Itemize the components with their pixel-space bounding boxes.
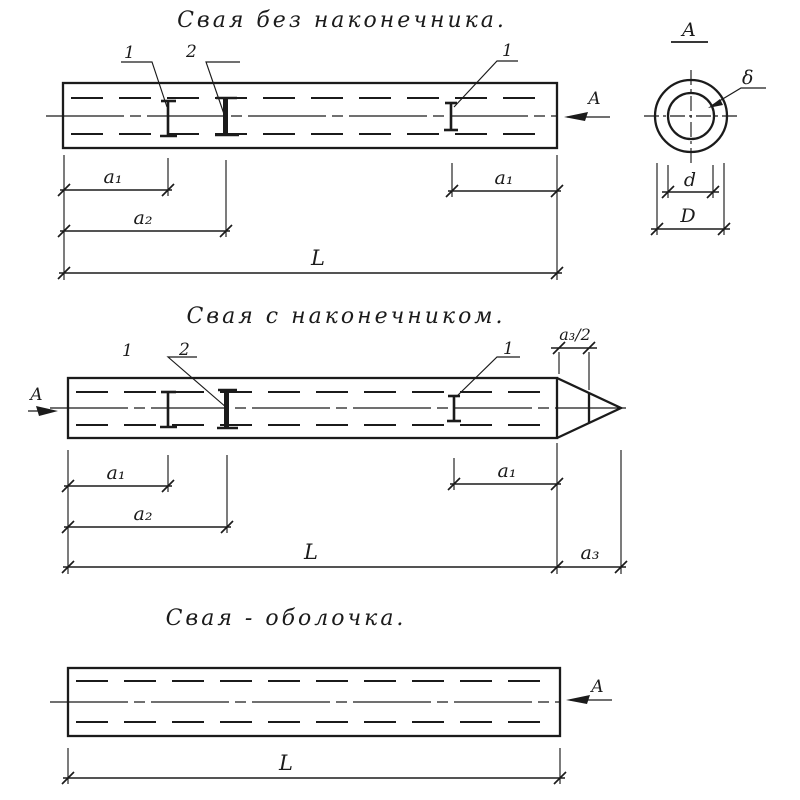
dimension-label: a₂ <box>134 207 153 229</box>
section-arrow-label: А <box>29 385 43 405</box>
wall-thickness-callout: δ <box>708 67 766 108</box>
pile-with-tip-figure: Свая с наконечником. 1 2 1 <box>28 304 628 574</box>
section-arrow-label: А <box>590 677 604 697</box>
item-mark-1-right <box>444 101 458 132</box>
dimension-label: L <box>303 540 318 564</box>
callout-number: 1 <box>122 341 133 361</box>
dimension-tip: a₃ <box>557 542 628 574</box>
pile-without-tip-figure: Свая без наконечника. 1 2 1 <box>46 8 610 280</box>
dimension-label: d <box>684 169 696 191</box>
section-view-a: А δ d D <box>644 19 766 236</box>
dimension-tip-half: a₃/2 <box>551 325 597 390</box>
callout-number: 2 <box>185 42 197 62</box>
dimension-outer-diameter: D <box>650 163 731 236</box>
dimension-label: a₁ <box>498 460 517 482</box>
dimension-label: L <box>310 246 325 270</box>
figure-title: Свая - оболочка. <box>166 606 407 631</box>
dimension-label: a₂ <box>134 503 153 525</box>
callout-leader-1-right <box>455 356 520 398</box>
dimension-label: L <box>278 751 293 775</box>
callout-leader-1-right <box>453 60 518 108</box>
item-mark-1-left <box>160 99 177 138</box>
dimension-label: a₃ <box>581 542 600 564</box>
figure-title: Свая без наконечника. <box>177 8 507 33</box>
section-cut-arrow: А <box>564 89 610 121</box>
callout-leader-2 <box>166 356 228 409</box>
callout-number: 1 <box>124 43 135 63</box>
shell-pile-figure: Свая - оболочка. А L <box>50 606 612 785</box>
section-arrow-label: А <box>587 89 601 109</box>
dimension-label: a₁ <box>495 167 514 189</box>
dimension-label: a₁ <box>104 166 123 188</box>
dimension-length: L <box>61 751 567 785</box>
dimension-a2: a₂ <box>61 503 234 534</box>
callout-number: 2 <box>178 340 190 360</box>
callout-leader-2 <box>205 61 240 115</box>
item-mark-2 <box>215 96 239 137</box>
dimension-a1-right: a₁ <box>445 167 564 198</box>
inner-diameter-circle <box>666 91 716 141</box>
dimension-label: D <box>679 205 695 227</box>
dimension-a1-left: a₁ <box>61 462 175 493</box>
callout-number: 1 <box>502 41 513 61</box>
section-cut-arrow: А <box>566 677 612 704</box>
item-mark-1-left <box>160 390 177 429</box>
section-view-label: А <box>680 19 696 41</box>
callout-number: 1 <box>503 339 514 359</box>
dimension-a1-left: a₁ <box>57 166 175 197</box>
dimension-label: a₁ <box>107 462 126 484</box>
item-mark-1-right <box>447 394 461 423</box>
figure-title: Свая с наконечником. <box>186 304 505 329</box>
dimension-length: L <box>57 246 564 280</box>
item-mark-2 <box>217 388 238 430</box>
dimension-a1-right: a₁ <box>447 460 564 491</box>
wall-thickness-label: δ <box>742 67 753 89</box>
dimension-a2: a₂ <box>57 207 233 238</box>
dimension-label: a₃/2 <box>559 325 591 344</box>
dimension-inner-diameter: d <box>661 165 720 199</box>
dimension-length: L <box>61 540 564 574</box>
section-cut-arrow: А <box>28 385 58 416</box>
callout-leader-1-left <box>121 61 168 108</box>
